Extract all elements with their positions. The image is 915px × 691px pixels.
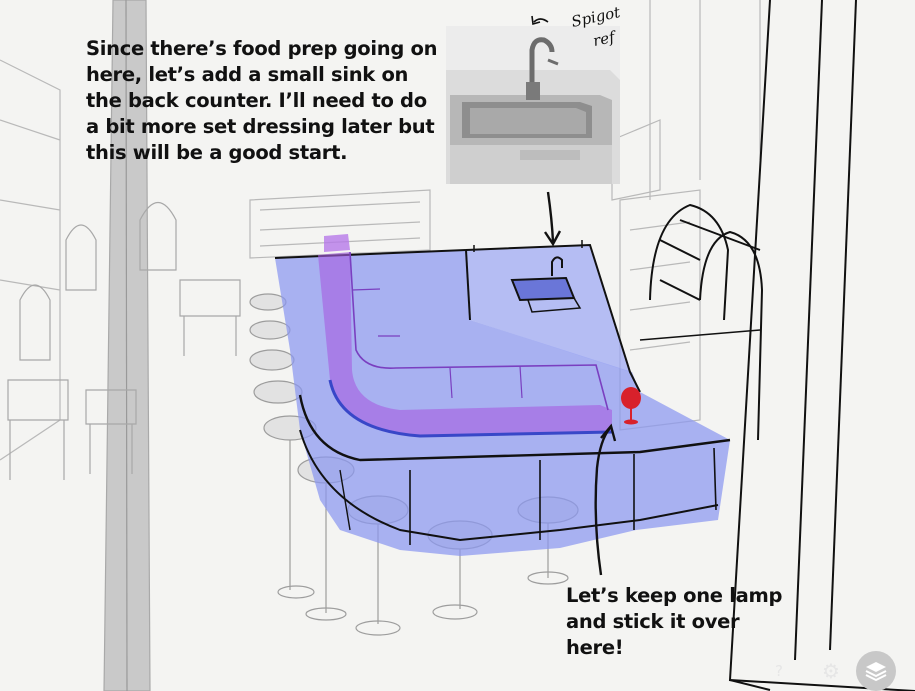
sink-reference-photo [446, 26, 620, 184]
counter-highlight [274, 240, 731, 556]
settings-button[interactable]: ⚙ [818, 658, 844, 684]
gear-icon: ⚙ [822, 659, 840, 683]
sketched-wall [639, 0, 915, 691]
annotation-note-sink: Since there’s food prep going on here, l… [86, 37, 438, 164]
layers-icon [865, 662, 887, 682]
annotation-arrows [531, 15, 617, 576]
help-button[interactable]: ? [768, 660, 790, 682]
help-icon: ? [775, 662, 783, 680]
upper-counter-highlight [318, 234, 613, 438]
annotation-note-lamp: Let’s keep one lamp and stick it over he… [566, 584, 783, 659]
layers-button[interactable] [856, 651, 896, 691]
lamp [621, 387, 641, 425]
